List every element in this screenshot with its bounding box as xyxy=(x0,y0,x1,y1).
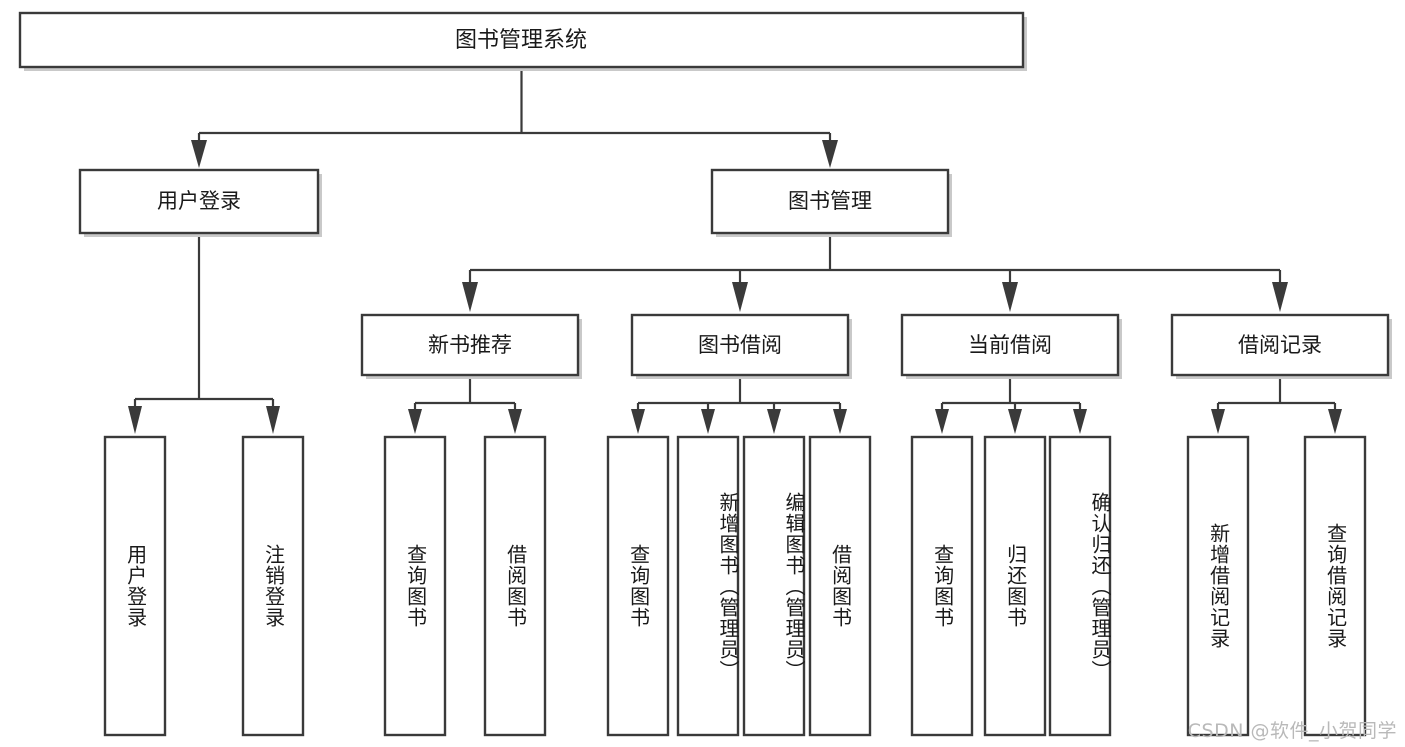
arrowhead-leaf-user-login xyxy=(128,406,142,434)
node-root-label: 图书管理系统 xyxy=(455,28,587,53)
node-borrow-record[interactable]: 借阅记录 xyxy=(1170,313,1392,379)
arrowhead-leaf-add-borrow-record xyxy=(1211,409,1225,434)
leaf-return-book-box[interactable] xyxy=(983,435,1047,737)
arrowhead-leaf-query-book-3 xyxy=(935,409,949,434)
leaf-logout-login-box[interactable] xyxy=(241,435,305,737)
arrowhead-current-borrow xyxy=(1002,282,1018,312)
leaf-add-borrow-record-box[interactable] xyxy=(1186,435,1250,737)
arrowhead-leaf-query-borrow-record xyxy=(1328,409,1342,434)
leaf-query-book-2[interactable] xyxy=(606,435,670,737)
leaf-logout-login[interactable] xyxy=(241,435,305,737)
nodes-layer: 图书管理系统 用户登录 图书管理 新书推荐 xyxy=(18,11,1392,737)
node-book-manage-box[interactable] xyxy=(710,168,950,235)
arrowhead-leaf-return-book xyxy=(1008,409,1022,434)
arrowhead-new-book-recommend xyxy=(462,282,478,312)
arrowhead-leaf-add-book xyxy=(701,409,715,434)
node-current-borrow-label: 当前借阅 xyxy=(968,333,1052,357)
node-book-borrow[interactable]: 图书借阅 xyxy=(630,313,852,379)
arrowhead-book-borrow xyxy=(732,282,748,312)
leaf-edit-book[interactable] xyxy=(742,435,806,737)
leaf-confirm-return-box[interactable] xyxy=(1048,435,1112,737)
arrowhead-user-login xyxy=(191,140,207,168)
node-book-borrow-box[interactable] xyxy=(630,313,850,377)
leaf-add-borrow-record[interactable] xyxy=(1186,435,1250,737)
leaf-query-book-2-box[interactable] xyxy=(606,435,670,737)
leaf-add-book[interactable] xyxy=(676,435,740,737)
node-user-login-label: 用户登录 xyxy=(157,189,241,213)
leaf-query-book-3-box[interactable] xyxy=(910,435,974,737)
leaf-add-book-box[interactable] xyxy=(676,435,740,737)
arrowhead-leaf-query-book-2 xyxy=(631,409,645,434)
arrowhead-borrow-record xyxy=(1272,282,1288,312)
leaf-query-borrow-record[interactable] xyxy=(1303,435,1367,737)
leaf-return-book[interactable] xyxy=(983,435,1047,737)
node-current-borrow-box[interactable] xyxy=(900,313,1120,377)
leaf-query-book-3[interactable] xyxy=(910,435,974,737)
leaf-query-book-1[interactable] xyxy=(383,435,447,737)
edges-layer xyxy=(128,67,1342,434)
node-user-login-box[interactable] xyxy=(78,168,320,235)
arrowhead-book-manage xyxy=(822,140,838,168)
node-new-book-recommend-box[interactable] xyxy=(360,313,580,377)
leaf-confirm-return[interactable] xyxy=(1048,435,1112,737)
arrowhead-leaf-edit-book xyxy=(767,409,781,434)
leaf-edit-book-box[interactable] xyxy=(742,435,806,737)
arrowhead-leaf-borrow-book-1 xyxy=(508,409,522,434)
leaf-borrow-book-2[interactable] xyxy=(808,435,872,737)
leaf-borrow-book-1-box[interactable] xyxy=(483,435,547,737)
node-borrow-record-label: 借阅记录 xyxy=(1238,333,1322,357)
node-user-login[interactable]: 用户登录 xyxy=(78,168,322,237)
leaf-query-borrow-record-box[interactable] xyxy=(1303,435,1367,737)
arrowhead-leaf-confirm-return xyxy=(1073,409,1087,434)
node-book-manage-label: 图书管理 xyxy=(788,189,872,213)
leaf-query-book-1-box[interactable] xyxy=(383,435,447,737)
leaf-user-login[interactable] xyxy=(103,435,167,737)
node-borrow-record-box[interactable] xyxy=(1170,313,1390,377)
node-root[interactable]: 图书管理系统 xyxy=(18,11,1027,71)
arrowhead-leaf-query-book-1 xyxy=(408,409,422,434)
node-book-manage[interactable]: 图书管理 xyxy=(710,168,952,237)
watermark-csdn: CSDN @软件_小贺同学 xyxy=(1187,720,1397,742)
node-current-borrow[interactable]: 当前借阅 xyxy=(900,313,1122,379)
arrowhead-leaf-borrow-book-2 xyxy=(833,409,847,434)
leaf-user-login-box[interactable] xyxy=(103,435,167,737)
node-new-book-recommend-label: 新书推荐 xyxy=(428,333,512,357)
node-root-box[interactable] xyxy=(18,11,1025,69)
leaf-borrow-book-1[interactable] xyxy=(483,435,547,737)
arrowhead-leaf-logout-login xyxy=(266,406,280,434)
node-book-borrow-label: 图书借阅 xyxy=(698,333,782,357)
node-new-book-recommend[interactable]: 新书推荐 xyxy=(360,313,582,379)
leaf-borrow-book-2-box[interactable] xyxy=(808,435,872,737)
